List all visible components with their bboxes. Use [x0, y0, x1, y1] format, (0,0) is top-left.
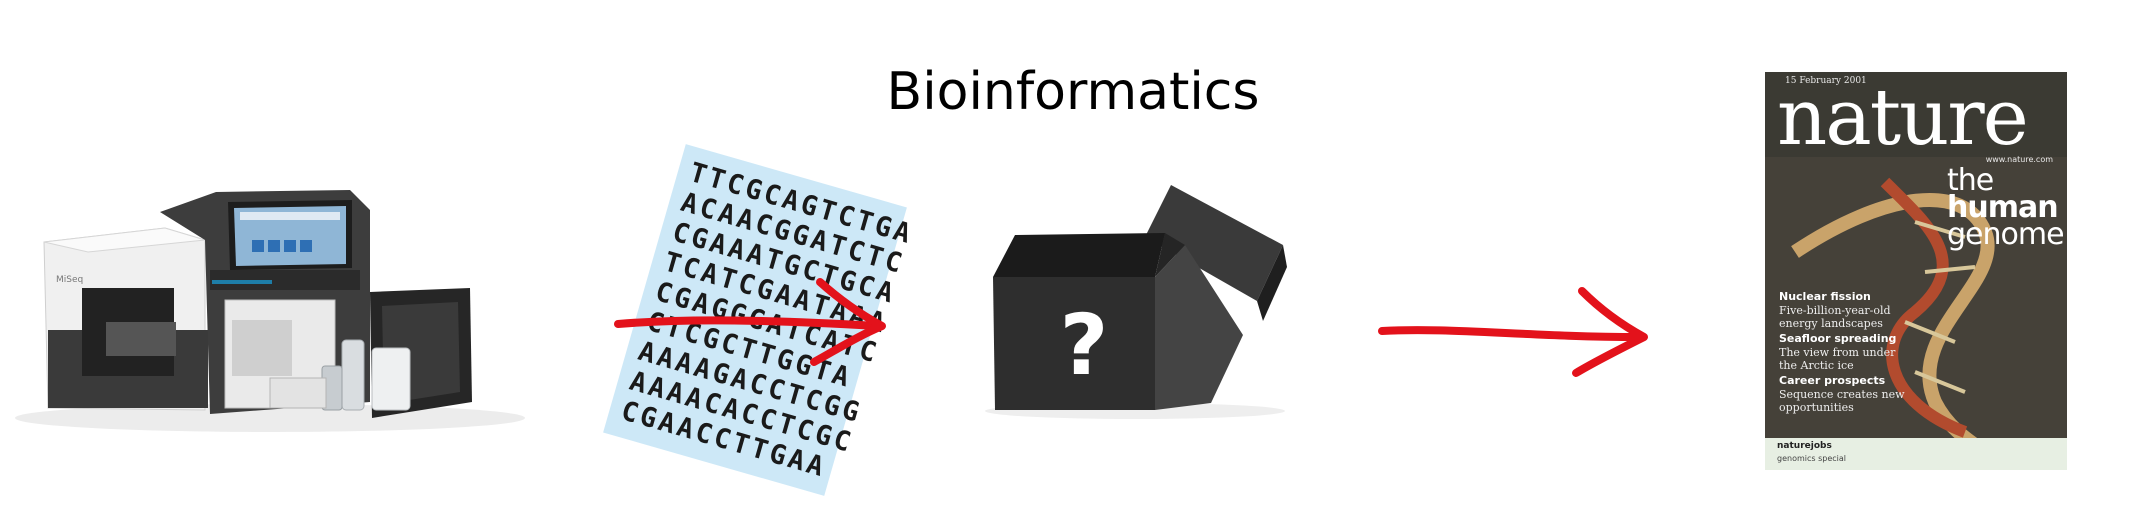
cover-footer: naturejobs genomics special [1765, 438, 2067, 470]
cover-logo: nature [1777, 73, 2029, 163]
nature-journal-cover: 15 February 2001 nature www.nature.com t… [1765, 72, 2067, 470]
cover-date: 15 February 2001 [1785, 76, 1867, 86]
cover-masthead [1765, 72, 2067, 157]
mystery-box-image [985, 185, 1287, 419]
arrow-icon-to-box [614, 278, 886, 366]
cover-feature-line: the [1947, 163, 1994, 198]
cover-footer-subtitle: genomics special [1777, 454, 1847, 463]
cover-website: www.nature.com [1985, 155, 2053, 164]
cover-story-subline: Five-billion-year-old energy landscapes [1779, 304, 1891, 330]
cover-feature-headline: the human genome [1947, 163, 2065, 252]
cover-feature-line: genome [1947, 217, 2065, 252]
cover-story-subline: Sequence creates new opportunities [1779, 388, 1905, 414]
cover-story-headline: Career prospects [1779, 374, 1886, 387]
svg-text:MiSeq: MiSeq [56, 275, 83, 285]
sequencer-machine-image: MiSeq [15, 190, 525, 432]
cover-story-headline: Nuclear fission [1779, 290, 1871, 303]
cover-story-headline: Seafloor spreading [1779, 332, 1897, 345]
question-mark-icon: ? [1059, 296, 1109, 394]
cover-story-subline: The view from under the Arctic ice [1779, 346, 1896, 372]
cover-footer-title: naturejobs [1777, 441, 1832, 451]
diagram-title: Bioinformatics [886, 62, 1260, 122]
cover-feature-line: human [1947, 190, 2059, 225]
arrow-icon-to-publication [1378, 287, 1648, 377]
